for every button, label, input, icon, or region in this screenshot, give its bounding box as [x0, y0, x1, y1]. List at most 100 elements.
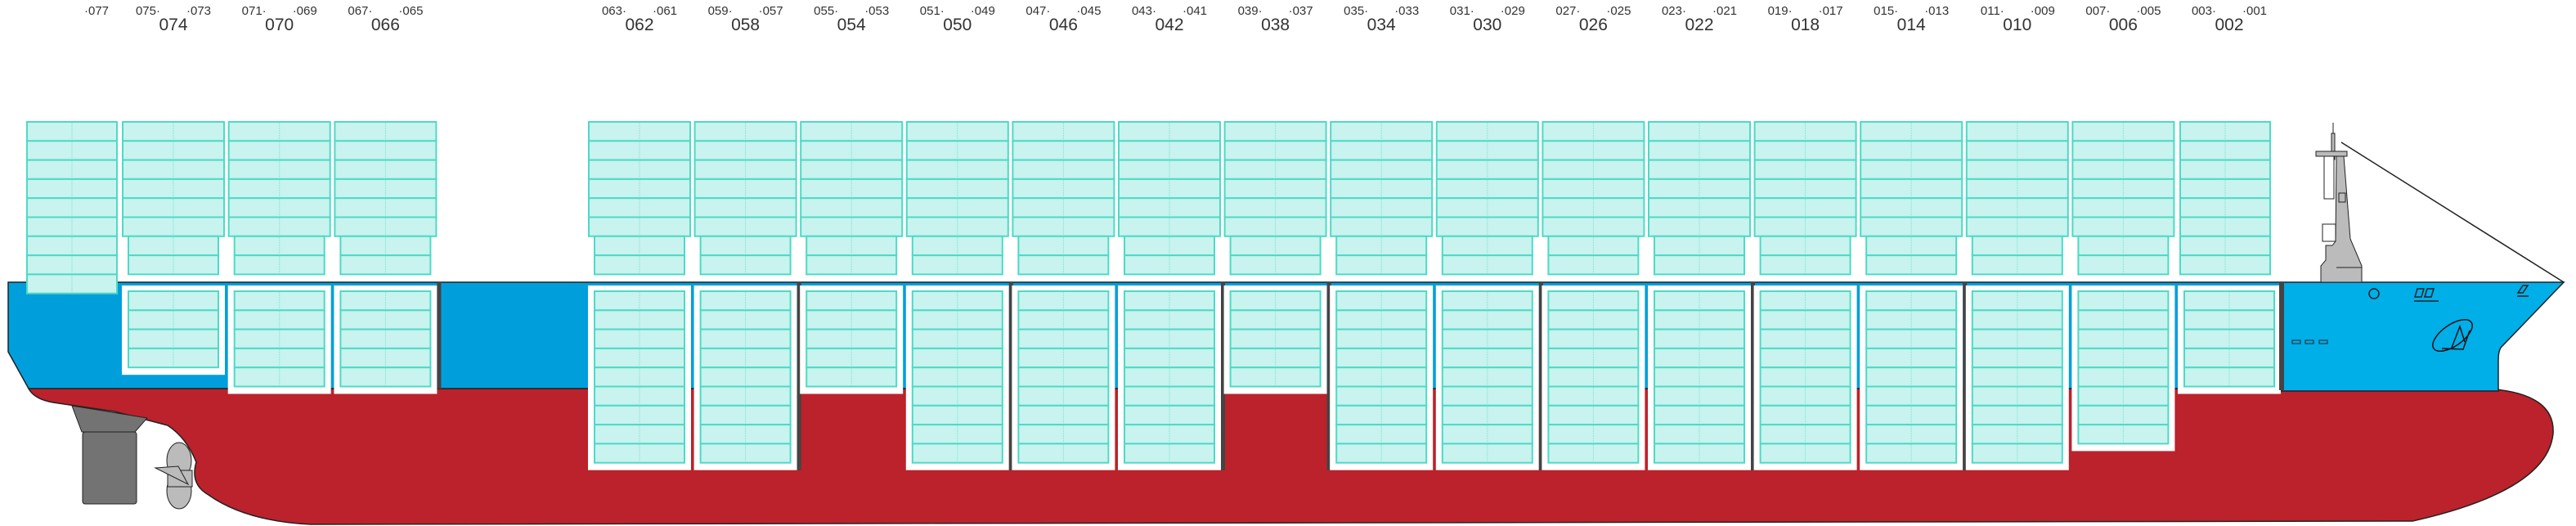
bay-label-40ft: 018: [1791, 16, 1820, 34]
bay-077: [26, 121, 118, 294]
bay-label-40ft: 054: [837, 16, 866, 34]
bay-label-fwd: 035·: [1344, 4, 1368, 18]
bay-label-fwd: 071·: [242, 4, 267, 18]
bay-label-40ft: 038: [1261, 16, 1290, 34]
bay-054: [800, 121, 904, 394]
bay-label-40ft: 046: [1049, 16, 1078, 34]
bulkhead: [1008, 282, 1013, 470]
bay-label-fwd: 011·: [1981, 4, 2004, 18]
bay-label-fwd: 063·: [602, 4, 626, 18]
bay-label-aft: ·053: [864, 4, 889, 18]
bay-label-aft: ·041: [1183, 4, 1207, 18]
bay-label-40ft: 074: [159, 16, 187, 34]
bulkhead: [1751, 282, 1755, 470]
bay-070: [227, 121, 331, 394]
bay-label-aft: ·025: [1606, 4, 1631, 18]
bay-050: [905, 121, 1013, 470]
bay-label-40ft: 002: [2215, 16, 2243, 34]
bay-label-fwd: 051·: [920, 4, 945, 18]
mast-yard: [2315, 151, 2348, 157]
bay-label-40ft: 010: [2003, 16, 2031, 34]
bay-066: [334, 121, 442, 394]
bay-label-aft: ·045: [1076, 4, 1101, 18]
bay-058: [693, 121, 801, 470]
forestay-line: [2340, 142, 2565, 283]
bulkhead: [1326, 282, 1331, 470]
bay-label-fwd: 031·: [1450, 4, 1474, 18]
bay-label-fwd: 003·: [2192, 4, 2216, 18]
bay-074: [122, 121, 225, 375]
bay-label-aft: ·037: [1289, 4, 1313, 18]
bay-062: [588, 121, 691, 470]
rudder-blade: [82, 431, 137, 505]
bay-label-aft: ·033: [1394, 4, 1419, 18]
bay-label-fwd: 075·: [136, 4, 160, 18]
bow-mark-circle-icon: [2368, 288, 2380, 299]
bay-label-40ft: 026: [1579, 16, 1608, 34]
rudder: [71, 405, 148, 505]
bay-label-fwd: 015·: [1874, 4, 1898, 18]
bay-label-fwd: 067·: [348, 4, 372, 18]
bay-label-aft: ·069: [293, 4, 317, 18]
bay-label-40ft: 050: [943, 16, 972, 34]
bay-label-40ft: 062: [625, 16, 653, 34]
bay-label-aft: ·005: [2136, 4, 2161, 18]
bay-label-fwd: 007·: [2085, 4, 2110, 18]
bay-022: [1648, 121, 1755, 470]
bay-label-fwd: 055·: [814, 4, 838, 18]
bay-label-aft: ·029: [1501, 4, 1525, 18]
bay-label-fwd: 023·: [1662, 4, 1686, 18]
bay-label-aft: ·057: [759, 4, 783, 18]
bay-030: [1435, 121, 1543, 470]
anchor-icon: [2432, 318, 2473, 353]
bay-046: [1012, 121, 1115, 470]
bay-label-aft: ·021: [1712, 4, 1737, 18]
propeller-icon: [154, 442, 193, 510]
bay-label-40ft: 034: [1367, 16, 1396, 34]
bulkhead: [1963, 282, 1968, 470]
bay-label-40ft: 006: [2109, 16, 2138, 34]
bay-label-aft: ·073: [186, 4, 211, 18]
bay-label-077: ·077: [84, 4, 109, 18]
bay-label-40ft: 014: [1897, 16, 1926, 34]
bulkhead: [2279, 282, 2284, 390]
bulkhead: [1538, 282, 1543, 470]
bay-label-fwd: 039·: [1238, 4, 1263, 18]
bay-label-aft: ·001: [2242, 4, 2267, 18]
draught-marks-icon: [2413, 288, 2439, 302]
bay-label-fwd: 059·: [708, 4, 733, 18]
bay-label-40ft: 022: [1685, 16, 1713, 34]
foremast-structure: [2320, 155, 2363, 283]
portholes: [2291, 339, 2328, 344]
bow-superstructure: [2315, 123, 2565, 283]
bay-018: [1753, 121, 1857, 470]
bay-label-aft: ·013: [1924, 4, 1949, 18]
bay-label-aft: ·049: [971, 4, 995, 18]
bay-034: [1330, 121, 1434, 470]
bay-label-40ft: 066: [371, 16, 400, 34]
bay-label-40ft: 070: [265, 16, 294, 34]
bay-label-40ft: 042: [1155, 16, 1183, 34]
bow-mark-icon: [2516, 285, 2529, 297]
bow-blue: [2281, 281, 2565, 392]
bay-label-aft: ·017: [1819, 4, 1843, 18]
bay-006: [2071, 121, 2175, 452]
bay-label-aft: ·009: [2031, 4, 2055, 18]
bow-markings: [2291, 285, 2529, 353]
bay-label-fwd: 027·: [1555, 4, 1580, 18]
bay-002: [2178, 121, 2281, 394]
bay-label-aft: ·061: [653, 4, 677, 18]
bay-010: [1965, 121, 2069, 470]
bay-026: [1542, 121, 1645, 470]
bay-014: [1860, 121, 1968, 470]
bay-label-fwd: 043·: [1132, 4, 1156, 18]
bay-label-40ft: 058: [731, 16, 760, 34]
bay-038: [1223, 121, 1331, 470]
bay-042: [1118, 121, 1225, 470]
bays-layer: [26, 121, 2284, 470]
bulkhead: [437, 282, 442, 389]
bulkhead: [1221, 282, 1225, 470]
bay-label-fwd: 047·: [1025, 4, 1050, 18]
